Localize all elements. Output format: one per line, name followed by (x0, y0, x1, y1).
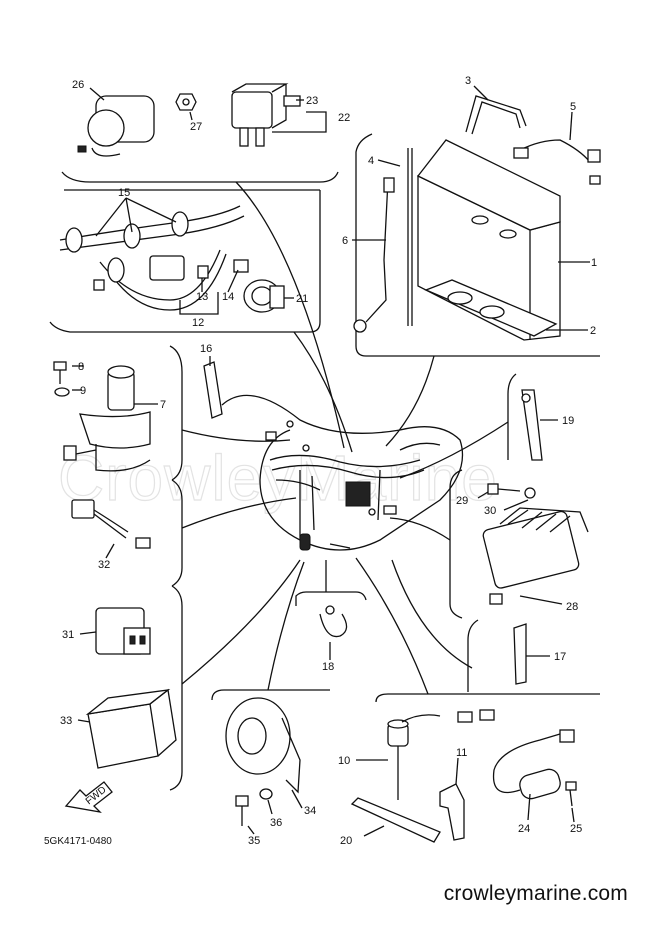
callout-6: 6 (342, 235, 348, 247)
rectifier-icon (482, 507, 589, 605)
callout-35: 35 (248, 835, 260, 847)
callout-5: 5 (570, 101, 576, 113)
callout-30: 30 (484, 505, 496, 517)
ignition-coil-icon (77, 95, 155, 157)
relay-icon (95, 607, 151, 655)
fwd-arrow-icon: FWD (64, 781, 113, 813)
callout-19: 19 (562, 415, 574, 427)
relay-icon (231, 83, 289, 147)
callout-15: 15 (118, 187, 130, 199)
callout-23: 23 (306, 95, 318, 107)
callout-16: 16 (200, 343, 212, 355)
callout-3: 3 (465, 75, 471, 87)
bracket-icon (521, 389, 543, 461)
sensor-switch-icon (387, 709, 495, 800)
callout-12: 12 (192, 317, 204, 329)
wire-clamps-icon (59, 205, 245, 311)
clamp-icon (319, 605, 348, 638)
callout-10: 10 (338, 755, 350, 767)
screw-icon (53, 361, 67, 384)
callout-36: 36 (270, 817, 282, 829)
callout-18: 18 (322, 661, 334, 673)
wire-harness (221, 394, 464, 551)
callout-11: 11 (456, 747, 467, 759)
callout-34: 34 (304, 805, 316, 817)
callout-25: 25 (570, 823, 582, 835)
callout-2: 2 (590, 325, 596, 337)
capacitor-icon (492, 729, 575, 800)
diagram-code: 5GK4171-0480 (44, 836, 112, 847)
callout-7: 7 (160, 399, 166, 411)
horn-icon (225, 697, 301, 794)
cable-tie-icon (513, 623, 527, 685)
cable-tie-icon (203, 361, 223, 419)
callout-33: 33 (60, 715, 72, 727)
bolt-icon (235, 788, 273, 826)
leader-lines (181, 181, 509, 695)
battery-cable-icon (353, 177, 395, 333)
group-frames (49, 133, 600, 791)
callout-24: 24 (518, 823, 530, 835)
callout-1: 1 (591, 257, 597, 269)
callout-14: 14 (222, 291, 234, 303)
callout-8: 8 (78, 361, 84, 373)
callout-leaders (72, 85, 590, 837)
band-clamp-icon (243, 279, 285, 313)
connector-icon (233, 259, 249, 273)
wire-connector-icon (71, 499, 151, 549)
callout-numbers: 1 2 3 4 5 6 7 8 9 10 11 12 13 14 15 16 1… (60, 75, 597, 847)
callout-27: 27 (190, 121, 202, 133)
control-unit-icon (85, 688, 177, 769)
nut-icon (175, 93, 197, 111)
callout-9: 9 (80, 385, 86, 397)
fuse-icon (283, 95, 301, 107)
strap-icon (407, 148, 413, 326)
callout-17: 17 (554, 651, 566, 663)
callout-32: 32 (98, 559, 110, 571)
callout-31: 31 (62, 629, 74, 641)
watermark: CrowleyMarine (58, 442, 498, 514)
cable-strap-icon (350, 797, 441, 843)
bracket-icon (439, 783, 465, 841)
main-switch-icon (63, 365, 151, 472)
callout-22: 22 (338, 112, 350, 124)
callout-21: 21 (296, 293, 308, 305)
callout-13: 13 (196, 291, 208, 303)
bolt-icon (487, 483, 536, 499)
washer-icon (54, 387, 70, 397)
website-label: crowleymarine.com (443, 882, 628, 905)
fuse-holder-icon (149, 255, 209, 281)
callout-26: 26 (72, 79, 84, 91)
callout-20: 20 (340, 835, 352, 847)
screw-icon (565, 781, 577, 807)
callout-28: 28 (566, 601, 578, 613)
battery-icon (416, 95, 601, 341)
callout-4: 4 (368, 155, 374, 167)
callout-29: 29 (456, 495, 468, 507)
